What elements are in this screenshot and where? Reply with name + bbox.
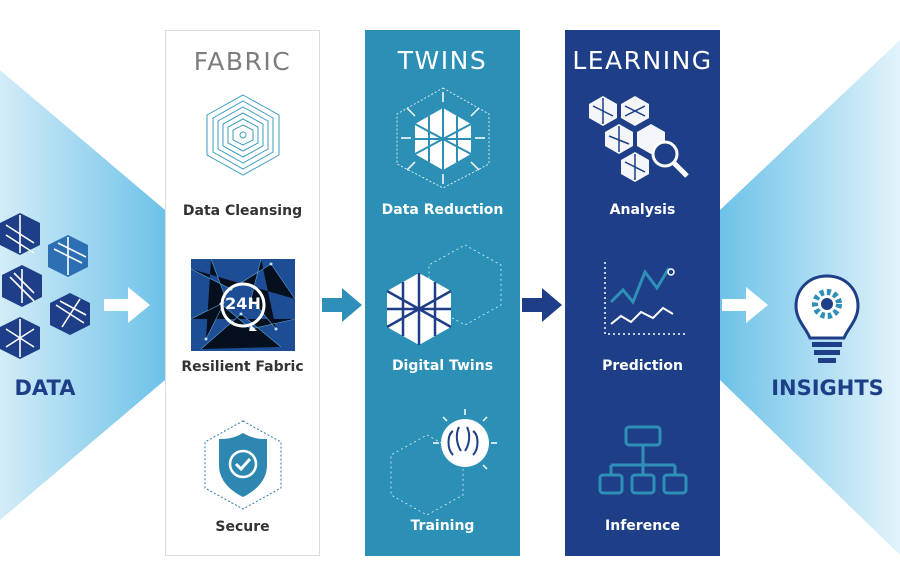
fabric-title: FABRIC bbox=[193, 47, 292, 76]
learning-item-analysis: Analysis bbox=[609, 202, 676, 218]
arrow-right-icon bbox=[104, 287, 150, 323]
training-brain-icon bbox=[390, 409, 497, 516]
network-lines-icon bbox=[191, 259, 295, 350]
data-hexagons-icon bbox=[0, 213, 90, 359]
twins-item-training: Training bbox=[410, 518, 475, 534]
resilient-fabric-image: 24H bbox=[191, 259, 295, 351]
fabric-column: FABRIC Data Cleansing 24H Resil bbox=[165, 30, 320, 556]
analysis-magnifier-icon bbox=[589, 96, 689, 182]
fabric-item-secure: Secure bbox=[215, 519, 270, 535]
fabric-item-resilient-fabric: Resilient Fabric bbox=[181, 359, 304, 375]
learning-item-inference: Inference bbox=[605, 518, 680, 534]
twins-item-data-reduction: Data Reduction bbox=[381, 202, 504, 218]
data-label: DATA bbox=[14, 376, 76, 400]
data-reduction-cube-icon bbox=[396, 87, 490, 189]
learning-item-prediction: Prediction bbox=[602, 358, 683, 374]
arrow-right-icon bbox=[322, 288, 362, 322]
prediction-chart-icon bbox=[604, 262, 685, 335]
24h-badge-text: 24H bbox=[225, 294, 261, 313]
learning-column: LEARNING Analysis Prediction Inferen bbox=[565, 30, 720, 556]
twins-column: TWINS Data Reduction Digital Twins Train… bbox=[365, 30, 520, 556]
twins-title: TWINS bbox=[397, 46, 488, 75]
fingerprint-hexagon-icon bbox=[206, 94, 280, 176]
learning-title: LEARNING bbox=[572, 46, 713, 75]
digital-twins-cube-icon bbox=[386, 244, 502, 345]
lightbulb-gear-icon bbox=[794, 274, 860, 363]
fabric-item-data-cleansing: Data Cleansing bbox=[182, 203, 303, 219]
arrow-right-icon bbox=[522, 288, 562, 322]
inference-tree-icon bbox=[598, 425, 688, 495]
twins-item-digital-twins: Digital Twins bbox=[391, 358, 494, 374]
arrow-right-icon bbox=[722, 287, 768, 323]
insights-label: INSIGHTS bbox=[771, 376, 884, 400]
shield-check-icon bbox=[204, 420, 282, 510]
